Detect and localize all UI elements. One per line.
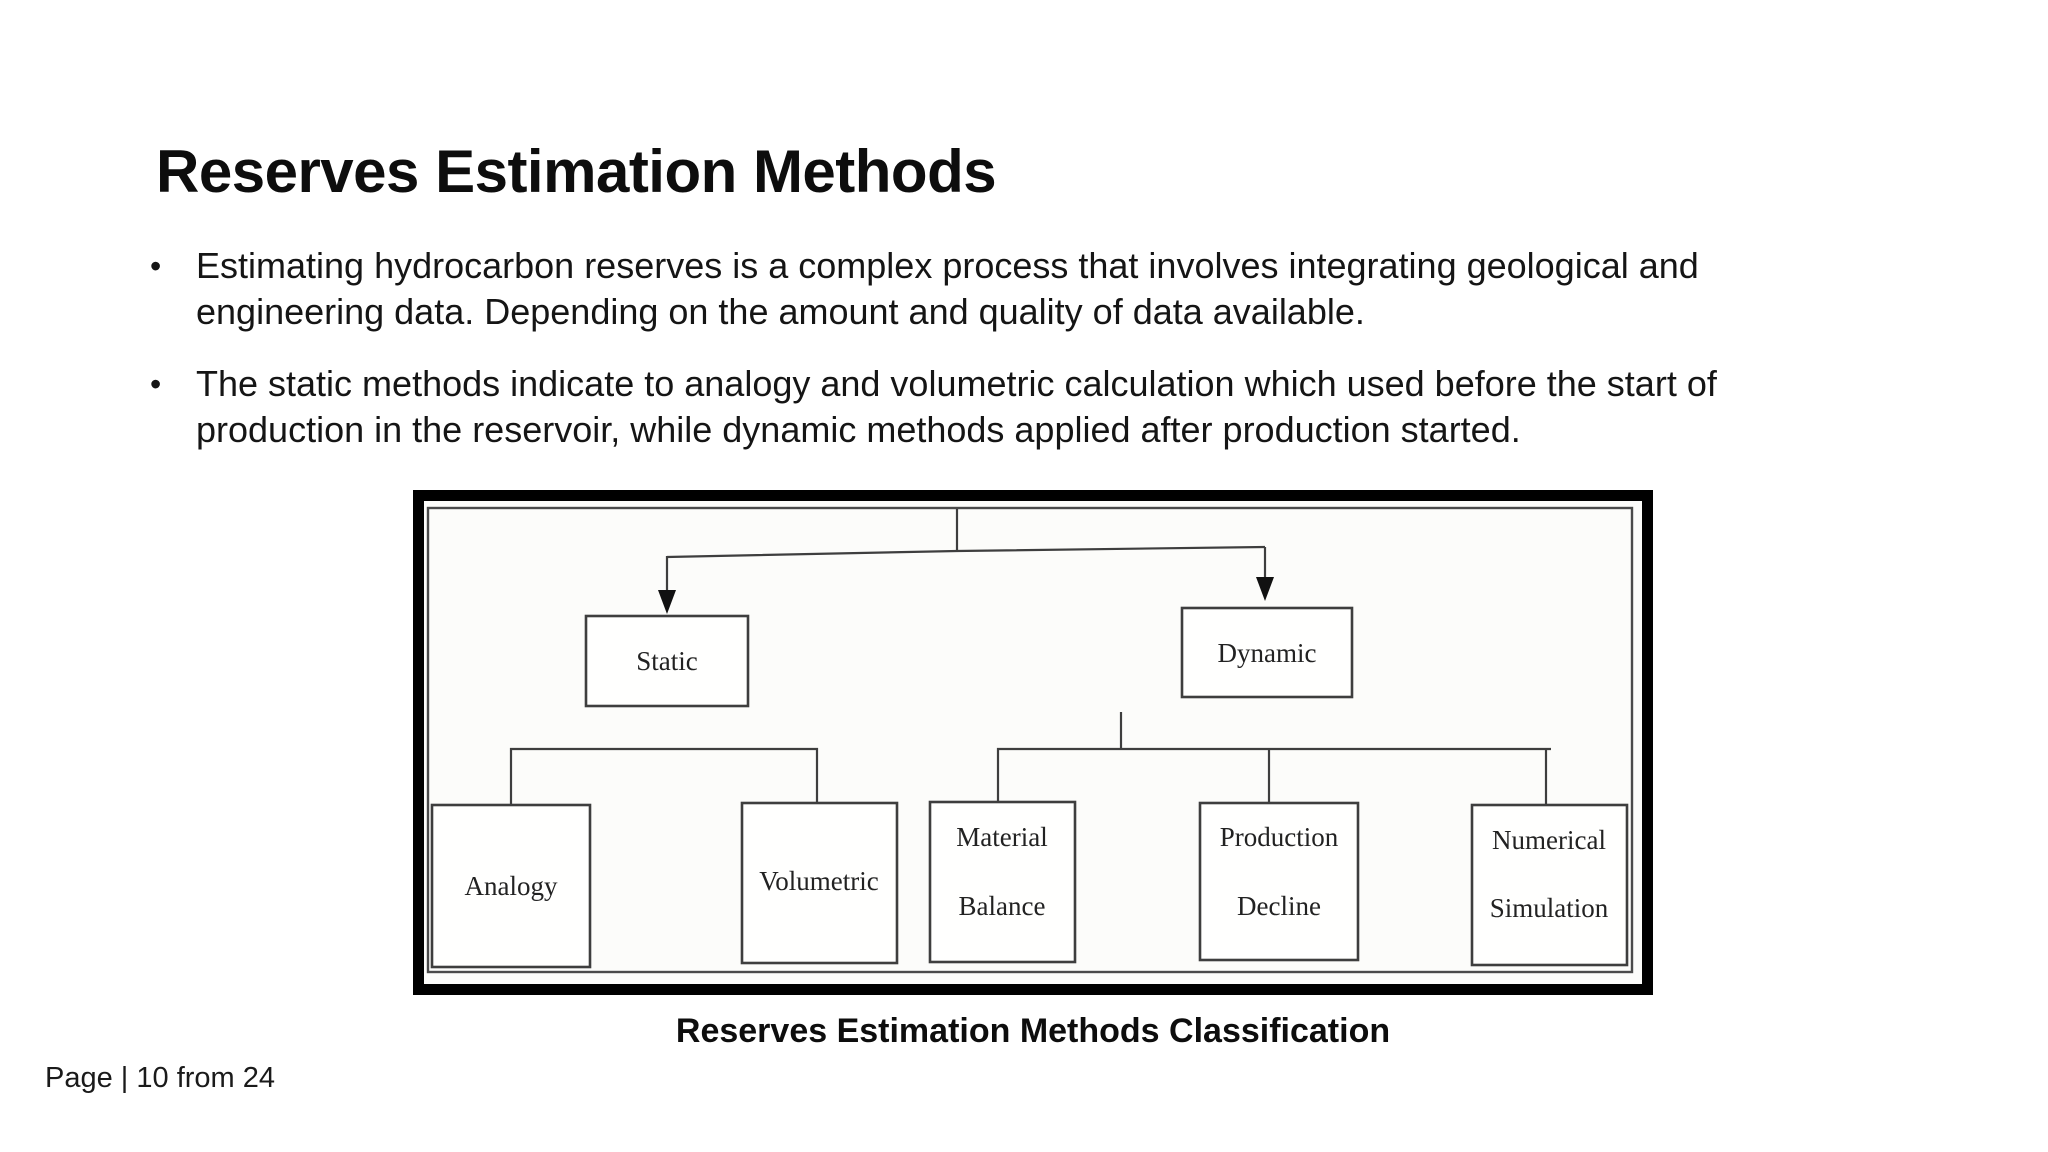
tree-node-labels: Static Dynamic Analogy Volumetric Materi…	[465, 638, 1609, 923]
bullet-item: • The static methods indicate to analogy…	[150, 361, 1905, 453]
bullet-line: engineering data. Depending on the amoun…	[196, 291, 1365, 332]
numerical-simulation-label-line1: Numerical	[1492, 825, 1606, 855]
dynamic-branch-line	[996, 747, 1551, 802]
static-branch-line	[509, 747, 819, 805]
volumetric-node-label: Volumetric	[759, 866, 878, 896]
static-node-label: Static	[636, 646, 698, 676]
bullet-list: • Estimating hydrocarbon reserves is a c…	[150, 243, 1905, 479]
bullet-line: production in the reservoir, while dynam…	[196, 409, 1521, 450]
analogy-node-label: Analogy	[465, 871, 558, 901]
dynamic-node-box	[1180, 606, 1354, 699]
figure-caption: Reserves Estimation Methods Classificati…	[675, 1012, 1391, 1050]
static-arrowhead-icon	[658, 590, 676, 614]
bullet-dot-icon: •	[150, 366, 162, 402]
figure-outer-frame	[413, 490, 1653, 995]
page-title: Reserves Estimation Methods	[156, 138, 997, 205]
dynamic-node-label: Dynamic	[1218, 638, 1317, 668]
dynamic-arrowhead-icon	[1256, 577, 1274, 601]
production-decline-node-box	[1198, 801, 1360, 962]
bullet-dot-icon: •	[150, 248, 162, 284]
root-branch-line	[666, 545, 1266, 559]
material-balance-label-line1: Material	[956, 822, 1047, 852]
bullet-line: Estimating hydrocarbon reserves is a com…	[196, 245, 1699, 286]
bullet-text: Estimating hydrocarbon reserves is a com…	[196, 243, 1905, 335]
volumetric-node-box	[740, 801, 899, 965]
bullet-line: The static methods indicate to analogy a…	[196, 363, 1717, 404]
classification-tree-svg: Static Dynamic Analogy Volumetric Materi…	[413, 490, 1653, 995]
production-decline-label-line2: Decline	[1237, 891, 1321, 921]
analogy-node-box	[430, 803, 592, 969]
tree-connectors	[509, 509, 1551, 805]
figure-inner-frame	[426, 506, 1634, 974]
material-balance-node-box	[928, 800, 1077, 964]
tree-node-boxes	[430, 606, 1629, 969]
numerical-simulation-label-line2: Simulation	[1490, 893, 1609, 923]
bullet-item: • Estimating hydrocarbon reserves is a c…	[150, 243, 1905, 335]
numerical-simulation-node-box	[1470, 803, 1629, 967]
static-node-box	[584, 614, 750, 708]
arrowheads	[658, 577, 1274, 614]
page-number-footer: Page | 10 from 24	[45, 1062, 276, 1094]
material-balance-label-line2: Balance	[959, 891, 1046, 921]
bullet-text: The static methods indicate to analogy a…	[196, 361, 1905, 453]
production-decline-label-line1: Production	[1220, 822, 1339, 852]
classification-figure: Static Dynamic Analogy Volumetric Materi…	[413, 490, 1653, 995]
